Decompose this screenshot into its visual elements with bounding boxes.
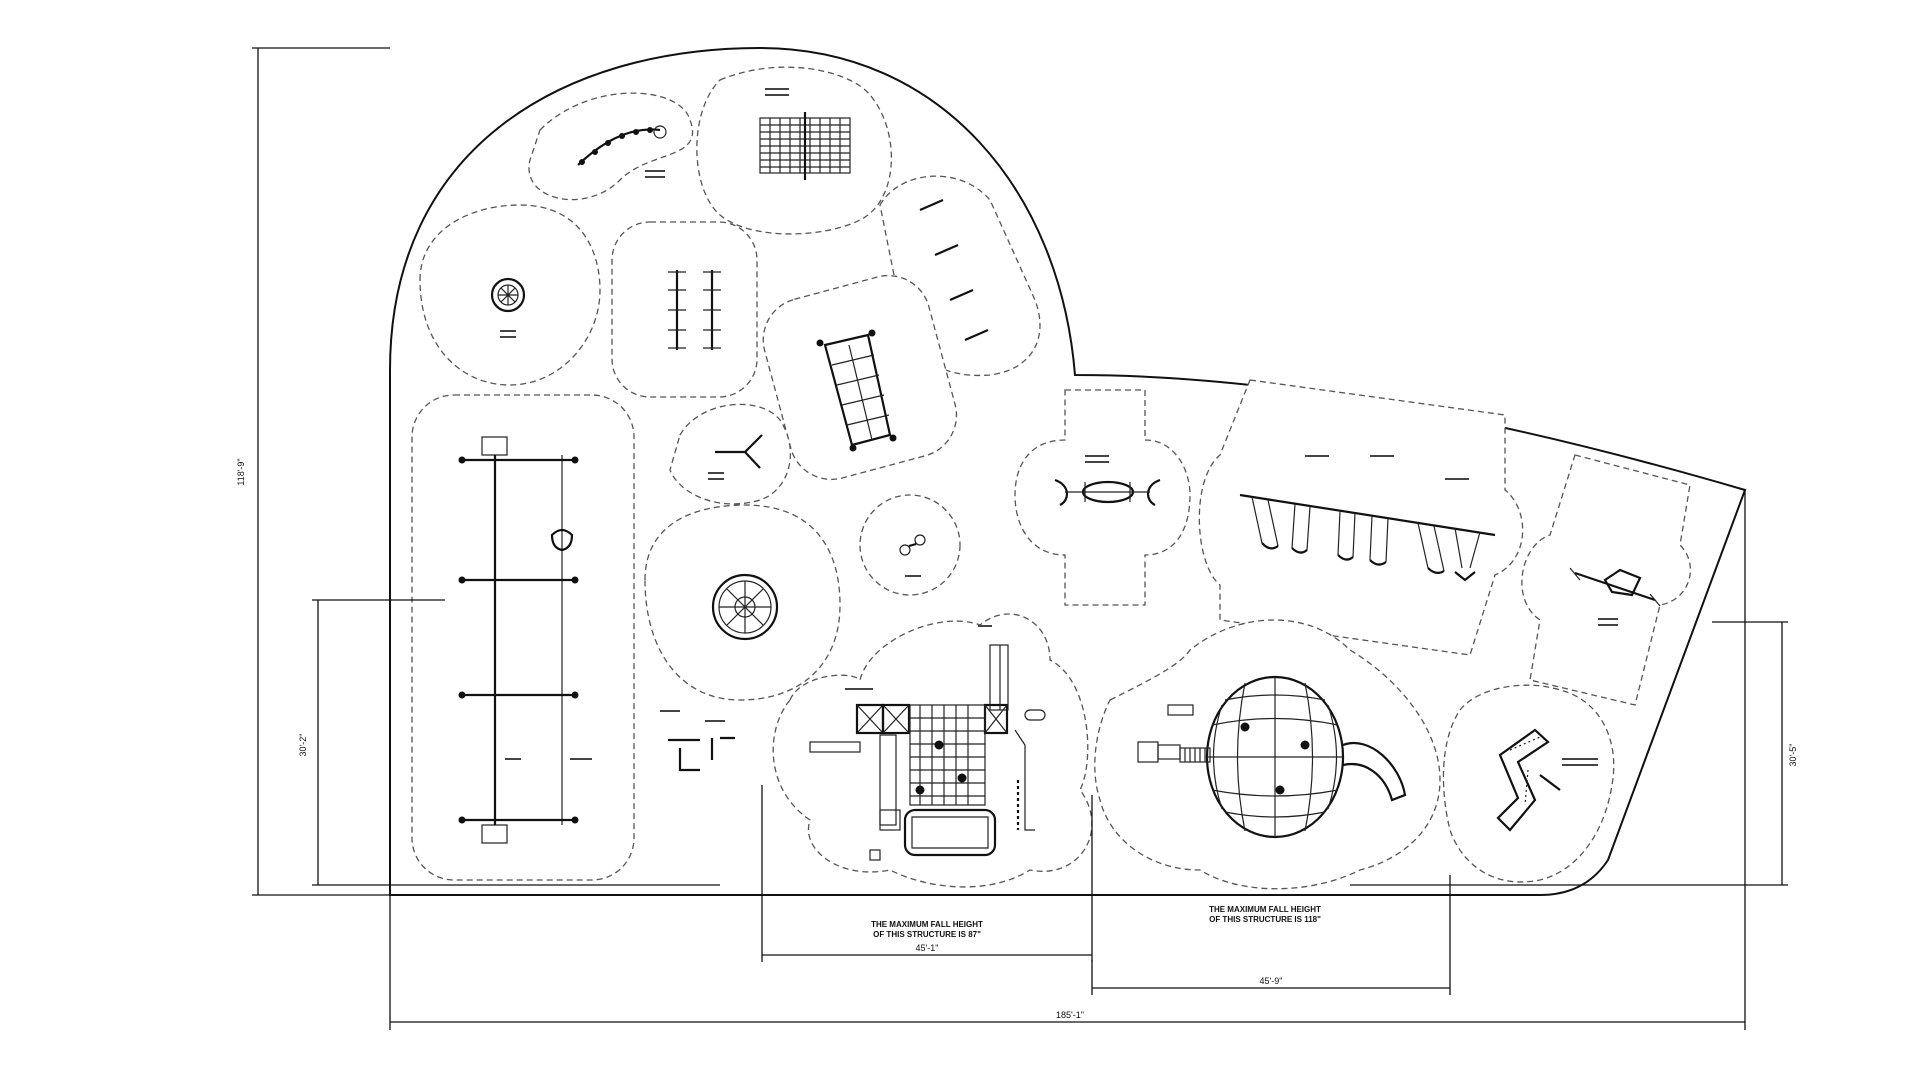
fall-height-note-2-line1: THE MAXIMUM FALL HEIGHT [1209, 905, 1321, 914]
zone-swings [1198, 379, 1524, 656]
zipline-equipment [458, 436, 592, 844]
zone-net-climber [696, 66, 893, 235]
zone-arch-climber [528, 92, 693, 201]
dim-left-height: 30'-2" [298, 734, 308, 757]
spinner-equipment [490, 277, 526, 338]
arch-climber-equipment [577, 125, 667, 178]
play-structure-1-equipment [809, 644, 1046, 861]
site-boundary [389, 46, 1747, 896]
zone-ladder-climber [762, 274, 958, 481]
dimension-lines [252, 47, 1788, 1030]
merry-go-round-equipment [711, 573, 779, 641]
zone-seesaw-spinner [1014, 389, 1191, 606]
dim-structure2-width: 45'-9" [1260, 976, 1283, 986]
zone-zipline [411, 394, 635, 881]
ladder-climber-equipment [816, 329, 897, 452]
fall-height-note-2-line2: OF THIS STRUCTURE IS 118" [1209, 915, 1321, 924]
balance-beams-equipment [668, 270, 721, 350]
play-structure-2-equipment [1137, 675, 1407, 839]
net-climber-equipment [759, 88, 851, 180]
callout-marks [660, 455, 1618, 766]
dim-overall-width: 185'-1" [1056, 1010, 1084, 1020]
zone-merry-go-round [644, 504, 841, 701]
fall-height-note-1-line1: THE MAXIMUM FALL HEIGHT [871, 920, 983, 929]
zone-y-rocker [669, 403, 792, 505]
freestanding-items [668, 736, 735, 772]
dim-right-height: 30'-5" [1788, 744, 1798, 767]
rocker-spring-equipment [899, 534, 926, 577]
swings-equipment [1239, 493, 1496, 582]
fall-height-note-1-line2: OF THIS STRUCTURE IS 87" [873, 930, 981, 939]
dim-overall-height: 118'-9" [236, 458, 246, 485]
zone-play-structure-2 [1094, 619, 1441, 890]
steppers-equipment [919, 198, 989, 342]
dim-structure1-width: 45'-1" [916, 943, 939, 953]
y-rocker-equipment [708, 434, 763, 480]
spiral-slide-equipment [1496, 728, 1561, 832]
seesaw-equipment [1569, 567, 1661, 607]
seesaw-spinner-equipment [1054, 478, 1161, 506]
